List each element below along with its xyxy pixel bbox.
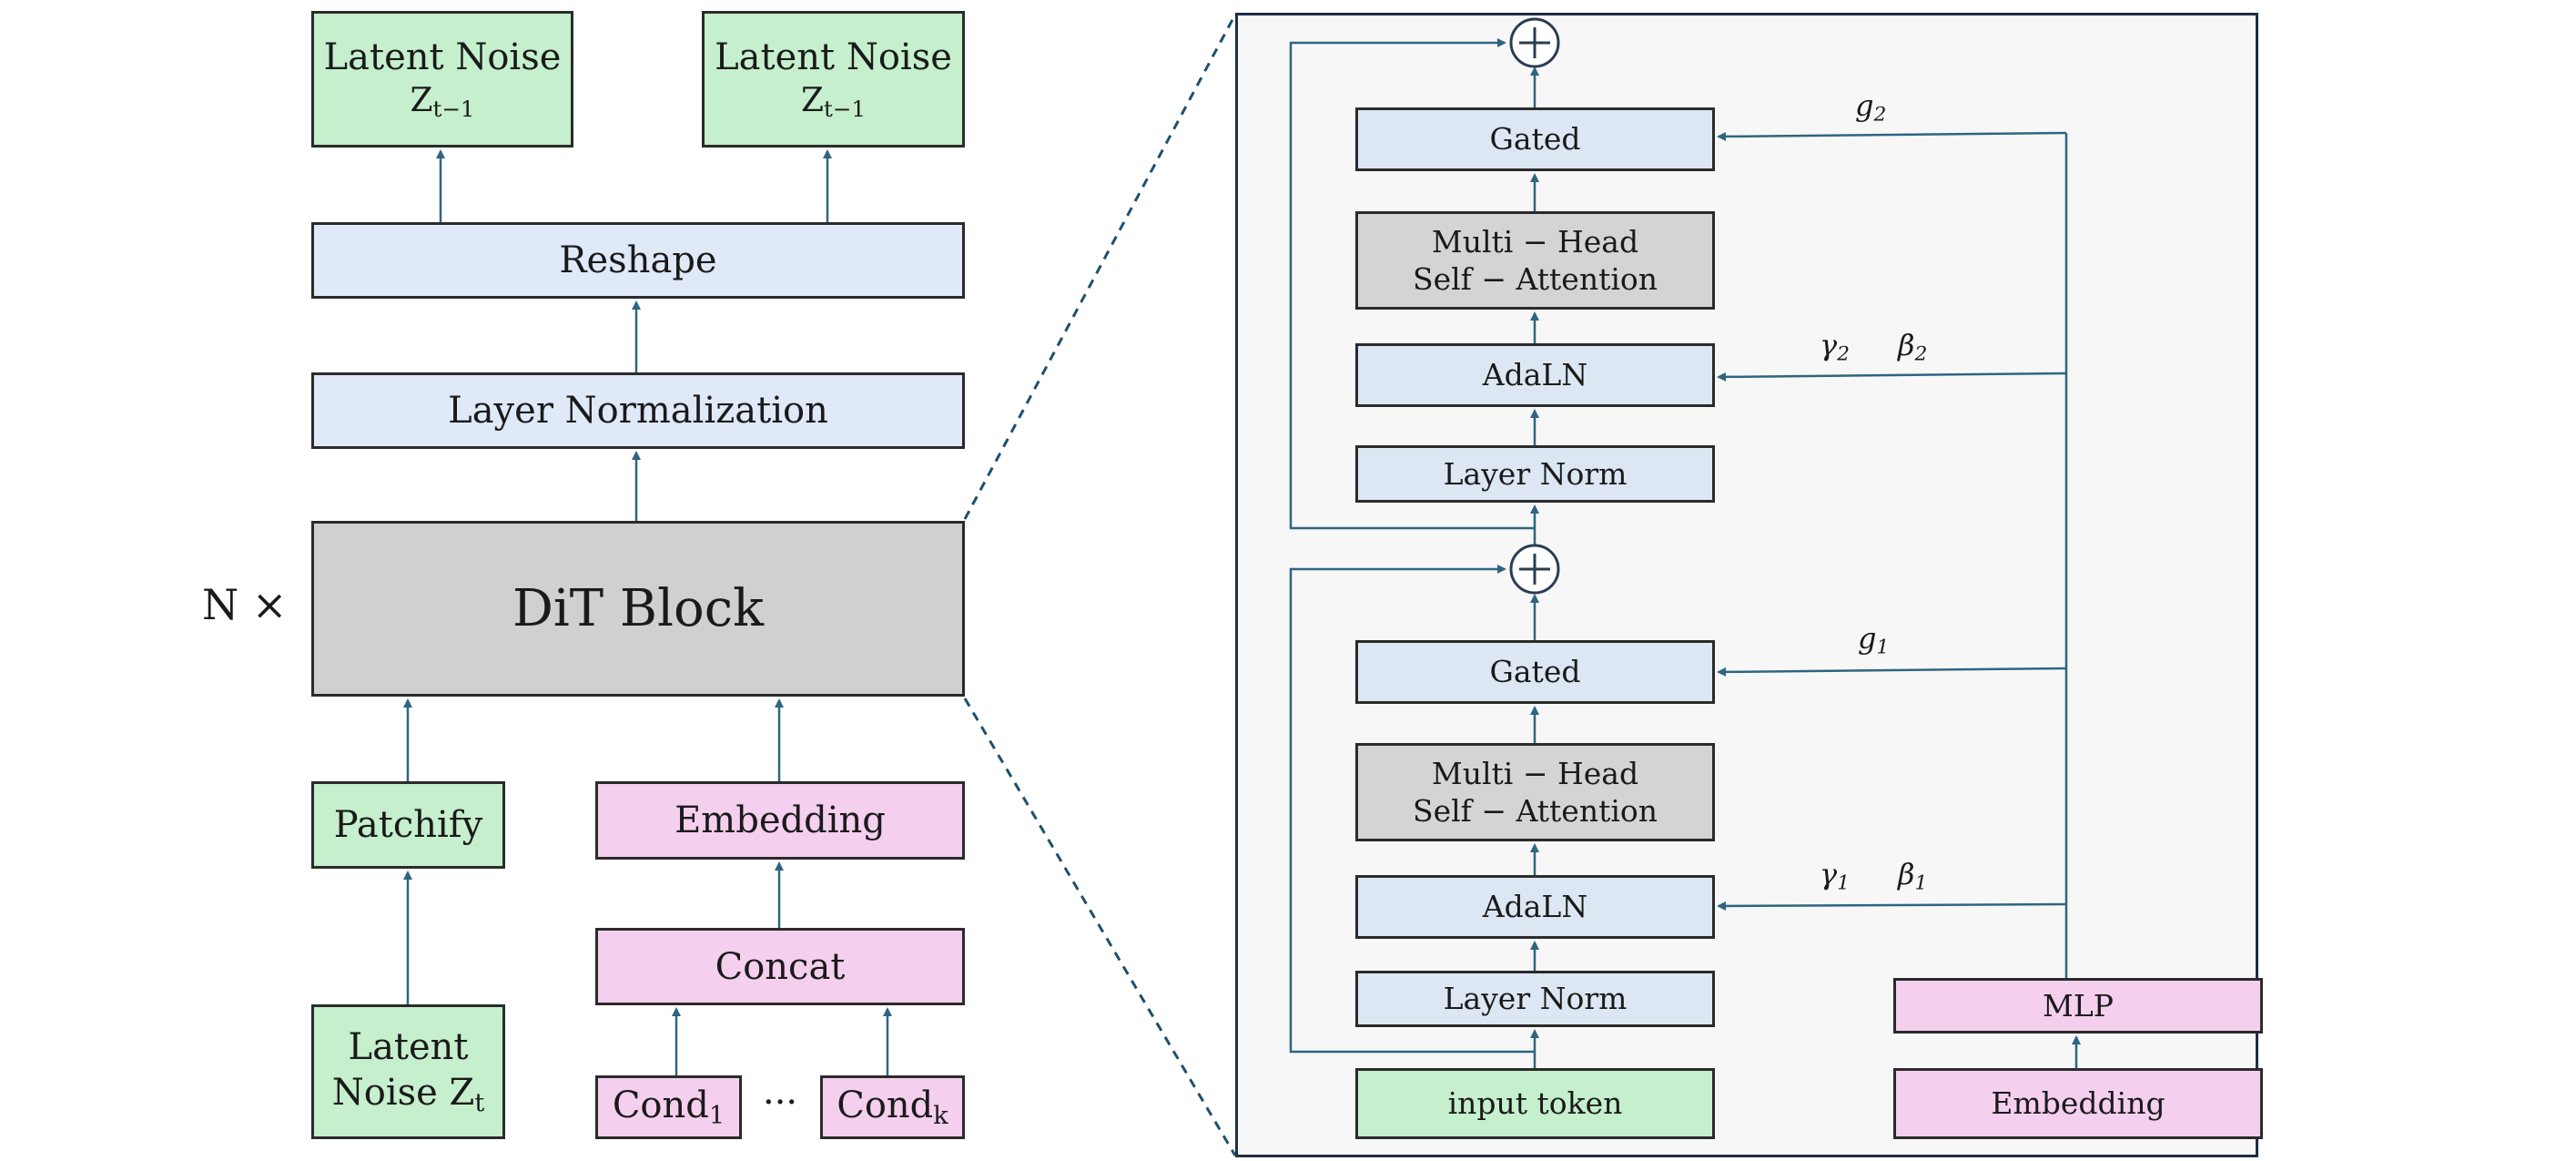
cond-ellipsis: ··· [763,1082,798,1124]
upper-attention-line1: Multi − Head [1431,223,1639,260]
zoom-guide-bottom [963,698,1237,1156]
arrow-bus-to-upper-gated [1717,131,2067,141]
lower-adaln-label: AdaLN [1482,889,1588,925]
residual-lower [1289,565,1535,1054]
input-token-label: input token [1447,1085,1623,1122]
cond-first-box: Cond1 [595,1075,742,1139]
upper-gamma-param: γ2 [1820,328,1850,366]
cond-last-box: Condk [820,1075,965,1139]
lower-layer-norm-label: Layer Norm [1443,981,1628,1017]
lower-layer-norm-box: Layer Norm [1355,971,1715,1027]
mlp-label: MLP [2043,987,2114,1024]
reshape-label: Reshape [559,239,717,281]
latent-noise-output-b-symbol: Zt−1 [801,82,866,123]
cond-last-label: Condk [837,1085,948,1130]
condition-embedding-box: Embedding [1893,1068,2263,1139]
embedding-label: Embedding [674,799,886,841]
latent-noise-output-b: Latent Noise Zt−1 [702,11,965,148]
upper-attention-box: Multi − Head Self − Attention [1355,211,1715,310]
layer-normalization-box: Layer Normalization [311,372,965,449]
dit-block-detail-panel [1235,13,2258,1157]
upper-beta-param: β2 [1898,328,1928,366]
latent-noise-output-a-title: Latent Noise [323,36,562,79]
upper-gated-box: Gated [1355,107,1715,171]
upper-gated-label: Gated [1489,121,1581,158]
patchify-label: Patchify [333,804,483,846]
dit-block: DiT Block [311,521,965,697]
lower-gamma-param: γ1 [1820,857,1850,895]
arrow-bus-to-lower-adaln [1717,901,2067,911]
latent-noise-input-line1: Latent [348,1026,469,1069]
arrow-bus-to-upper-adaln [1717,372,2067,382]
concat-label: Concat [715,945,846,988]
mlp-box: MLP [1893,978,2263,1034]
dit-block-label: DiT Block [512,578,765,638]
lower-sum-node [1509,544,1560,595]
layer-normalization-label: Layer Normalization [448,390,828,432]
latent-noise-output-a: Latent Noise Zt−1 [311,11,573,148]
upper-attention-line2: Self − Attention [1412,261,1658,297]
condition-embedding-label: Embedding [1991,1085,2165,1122]
embedding-box: Embedding [595,781,965,860]
latent-noise-input: Latent Noise Zt [311,1004,505,1139]
cond-first-label: Cond1 [612,1085,725,1130]
lower-attention-box: Multi − Head Self − Attention [1355,743,1715,841]
lower-gated-label: Gated [1489,654,1581,690]
patchify-box: Patchify [311,781,505,869]
reshape-box: Reshape [311,222,965,299]
zoom-guide-top [963,14,1237,520]
arrow-bus-to-lower-gated [1717,667,2067,677]
upper-gate-param: g2 [1855,88,1887,127]
upper-adaln-box: AdaLN [1355,343,1715,407]
upper-adaln-label: AdaLN [1482,357,1588,393]
lower-beta-param: β1 [1898,857,1928,895]
lower-gate-param: g1 [1858,621,1890,659]
lower-attention-line1: Multi − Head [1431,755,1639,791]
latent-noise-input-line2: Noise Zt [331,1072,485,1117]
upper-layer-norm-label: Layer Norm [1443,455,1628,492]
upper-layer-norm-box: Layer Norm [1355,445,1715,503]
latent-noise-output-a-symbol: Zt−1 [410,82,475,123]
repeat-count-label: N × [202,580,288,629]
residual-upper [1289,38,1535,530]
upper-sum-node [1509,17,1560,68]
lower-gated-box: Gated [1355,640,1715,704]
lower-adaln-box: AdaLN [1355,875,1715,939]
concat-box: Concat [595,928,965,1005]
lower-attention-line2: Self − Attention [1412,793,1658,829]
input-token-box: input token [1355,1068,1715,1139]
latent-noise-output-b-title: Latent Noise [715,36,952,79]
